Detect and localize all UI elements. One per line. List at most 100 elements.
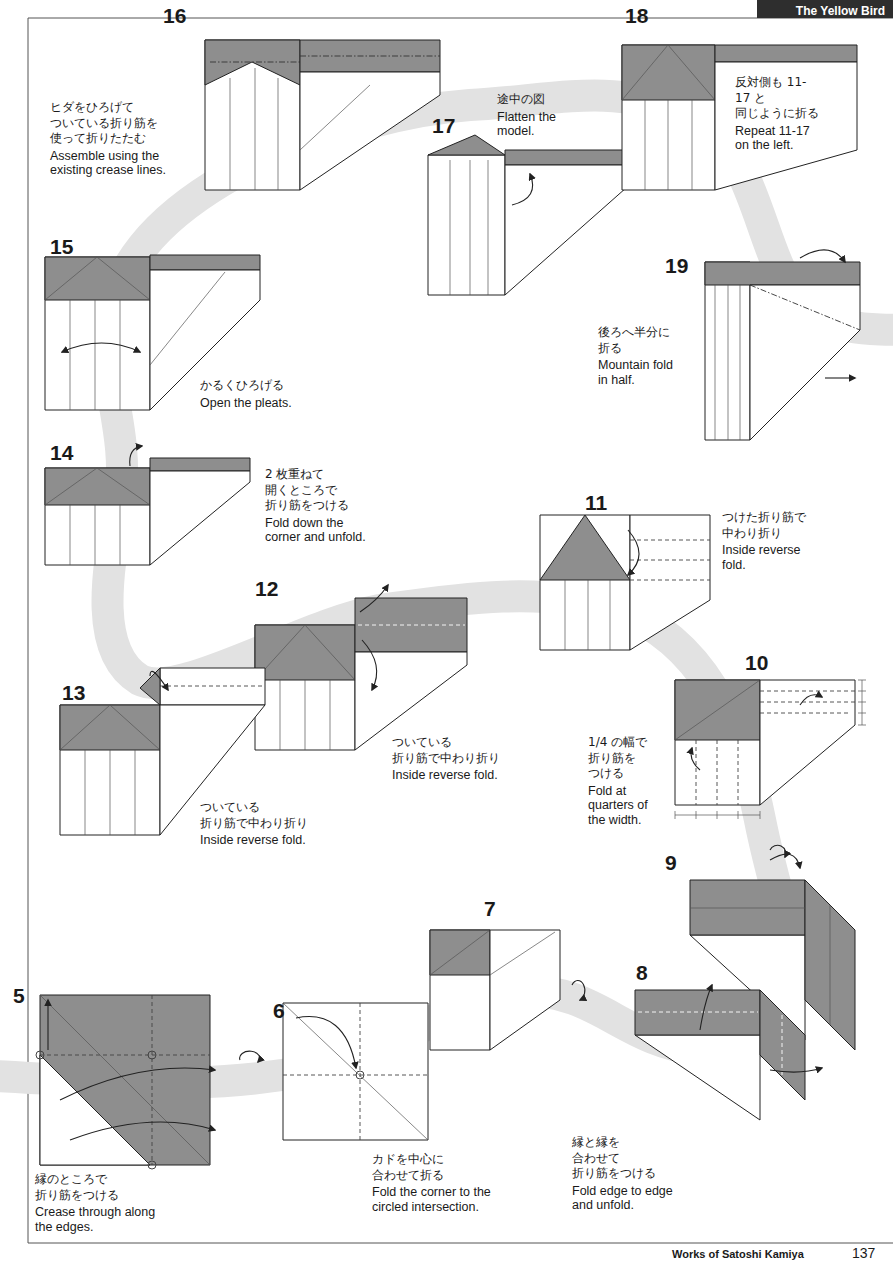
- instruction-en: Mountain fold in half.: [598, 358, 680, 387]
- step-15-model-part: [120, 300, 121, 410]
- step-8-model-part: [760, 990, 805, 1100]
- step-12-model-part: [330, 680, 331, 750]
- step-number: 14: [50, 442, 73, 463]
- step-12-model-part: [358, 625, 465, 626]
- step-11-model-part: [628, 530, 639, 575]
- step-19-model-part: [800, 250, 845, 262]
- step-19-model-part: [825, 377, 855, 378]
- step-10-model-part: [675, 811, 760, 819]
- step-15-model-part: [45, 257, 150, 300]
- step-18-model-part: [668, 45, 715, 100]
- instruction-en: Assemble using the existing crease lines…: [50, 149, 195, 178]
- step-10-model-part: [760, 713, 850, 714]
- turn-over-symbol-part: [770, 845, 786, 857]
- step-11-model-part: [630, 540, 710, 541]
- step-7-model-part: [430, 930, 490, 975]
- turn-over-symbol-part: [572, 980, 585, 1000]
- step-16-model-part: [278, 78, 279, 190]
- step-19-model-part: [740, 285, 741, 440]
- step-13-model-part: [150, 671, 168, 690]
- step-7-model: [430, 930, 560, 1050]
- step-18-model: [622, 45, 857, 190]
- instruction-ja: 反対側も 11-17 と 同じように折る: [735, 75, 810, 122]
- step-number: 8: [636, 962, 648, 983]
- step-16-model-part: [300, 40, 440, 72]
- step-number: 9: [665, 852, 677, 873]
- step-5-model-part: [47, 1000, 48, 1050]
- instruction-en: Fold the corner to the circled intersect…: [372, 1185, 522, 1214]
- step-8-model-part: [770, 1068, 822, 1072]
- step-18-model-part: [622, 45, 668, 100]
- step-5-model-part: [40, 995, 210, 1165]
- step-14-model-part: [70, 505, 71, 565]
- instruction-ja: 2 枚重ねて 開くところで 折り筋をつける: [265, 467, 345, 514]
- step-10-model-part: [760, 680, 855, 805]
- instruction-en: Fold edge to edge and unfold.: [572, 1184, 682, 1213]
- step-10-model: [675, 680, 866, 819]
- step-11-model-part: [630, 560, 710, 561]
- step-10-model-part: [691, 748, 700, 770]
- step-16-model-part: [205, 40, 300, 85]
- step-13-model-part: [160, 686, 265, 687]
- step-17-model-part: [428, 155, 505, 295]
- step-16-model-part: [205, 40, 300, 190]
- step-16-model-part: [210, 62, 300, 63]
- instruction-en: Fold down the corner and unfold.: [265, 516, 370, 545]
- step-14-model-part: [150, 458, 250, 471]
- instruction-ja: 縁と縁を 合わせて 折り筋をつける: [572, 1135, 658, 1182]
- instruction-en: Fold at quarters of the width.: [588, 784, 663, 827]
- instruction-en: Flatten the model.: [497, 110, 587, 139]
- step-18-model-part: [622, 45, 715, 190]
- step-10-model-part: [760, 702, 855, 703]
- step-10-model-part: [717, 740, 718, 805]
- step-19-model: [705, 250, 860, 440]
- step-15-model-part: [62, 343, 140, 352]
- step-13-model-part: [160, 668, 265, 705]
- step-12-model: [255, 585, 467, 750]
- step-13-model-part: [60, 705, 160, 750]
- turn-over-symbol: [240, 845, 786, 1062]
- step-17-model-part: [470, 160, 471, 295]
- instruction-en: Repeat 11-17 on the left.: [735, 124, 817, 153]
- step-number: 18: [625, 5, 648, 26]
- step-16-model-part: [230, 78, 231, 190]
- step-14-model-part: [95, 505, 96, 565]
- step-5-model-part: [40, 1055, 210, 1056]
- step-7-model-part: [430, 930, 490, 975]
- step-11-model-part: [610, 580, 611, 650]
- step-5-model-part: [152, 995, 153, 1165]
- step-6-model-part: [356, 1071, 364, 1079]
- instruction-ja: 1/4 の幅で 折り筋を つける: [588, 735, 653, 782]
- instruction-en: Inside reverse fold.: [392, 768, 532, 782]
- step-11-model-part: [540, 515, 630, 580]
- step-8-model-part: [638, 1012, 758, 1013]
- step-18-model-part: [622, 45, 715, 100]
- step-12-model-part: [280, 680, 281, 750]
- step-8-model: [635, 985, 822, 1120]
- step-10-model-part: [760, 691, 855, 692]
- step-5-model-part: [60, 1068, 215, 1100]
- step-5-model: [36, 995, 215, 1169]
- step-13-model-part: [60, 705, 160, 835]
- step-5-model-part: [148, 1161, 156, 1169]
- step-6-model-part: [283, 1003, 428, 1140]
- step-13-model-part: [135, 750, 136, 835]
- step-10-model-part: [675, 680, 760, 740]
- step-19-model-part: [705, 262, 750, 440]
- step-10-model-part: [696, 740, 697, 805]
- step-10-model-part: [738, 740, 739, 805]
- step-5-model-part: [70, 1122, 215, 1140]
- step-12-model-part: [360, 585, 388, 612]
- step-6-model-part: [296, 1017, 356, 1068]
- step-17-model-part: [512, 174, 533, 205]
- instruction-ja: かるくひろげる: [200, 378, 284, 394]
- step-7-model-part: [430, 930, 490, 1050]
- step-number: 13: [62, 682, 85, 703]
- step-12-model-part: [255, 625, 355, 680]
- step-14-model-part: [97, 468, 150, 505]
- step-15-model-part: [150, 255, 260, 270]
- step-14-model-part: [45, 468, 150, 565]
- step-13-model-part: [110, 750, 111, 835]
- step-number: 6: [273, 1000, 285, 1021]
